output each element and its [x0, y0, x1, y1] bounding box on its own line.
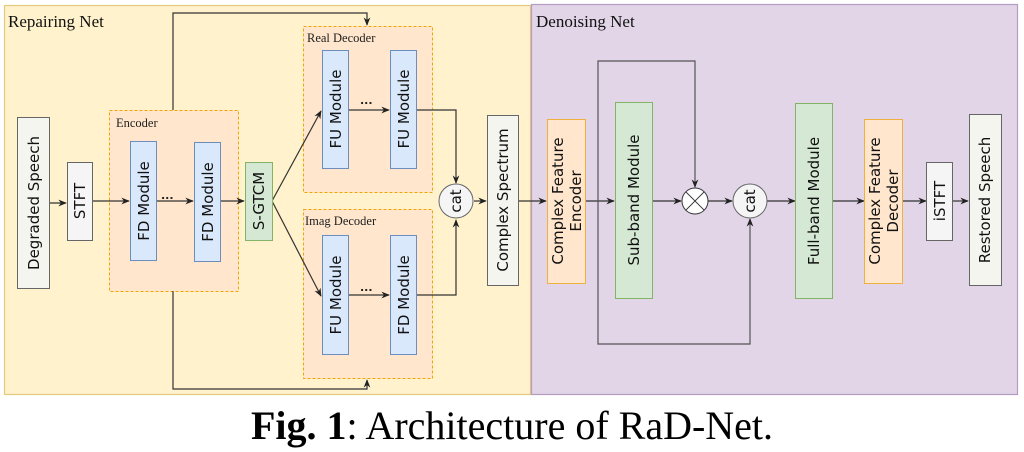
complex-feature-decoder-block: Complex Feature Decoder: [864, 119, 903, 284]
cfd-label-line-2: Decoder: [884, 169, 902, 233]
istft-block: iSTFT: [926, 162, 953, 241]
encoder-title: Encoder: [116, 116, 158, 130]
stft-label: STFT: [71, 182, 89, 219]
figure-label: Fig. 1: [250, 403, 347, 448]
real-decoder-fu-module-2: FU Module: [390, 50, 417, 169]
denoising-net-title: Denoising Net: [536, 12, 635, 31]
degraded-speech-block: Degraded Speech: [17, 117, 50, 289]
encoder-fd-module-1: FD Module: [130, 141, 157, 261]
real-decoder-title: Real Decoder: [307, 31, 376, 45]
imag-fu-module-label: FU Module: [327, 256, 345, 335]
arrow-real-to-cat: [416, 109, 460, 184]
figure-caption-text: Architecture of RaD-Net.: [357, 403, 774, 448]
sub-band-module-block: Sub-band Module: [615, 102, 653, 299]
arrow-sgtcm-to-imag: [271, 200, 322, 297]
encoder-fd-module-2: FD Module: [194, 142, 221, 262]
encoder-ellipsis: ...: [161, 189, 174, 202]
repairing-cat-label: cat: [447, 189, 465, 212]
complex-feature-encoder-block: Complex Feature Encoder: [547, 119, 586, 284]
s-gtcm-block: S-GTCM: [245, 162, 273, 241]
real-fu-module-2-label: FU Module: [395, 70, 413, 149]
imag-fd-module-label: FD Module: [395, 255, 413, 335]
imag-decoder-ellipsis: ...: [360, 281, 373, 294]
restored-speech-label: Restored Speech: [976, 137, 994, 263]
sub-band-module-label: Sub-band Module: [625, 134, 643, 265]
imag-decoder-title: Imag Decoder: [305, 214, 377, 228]
multiply-node: [681, 187, 709, 215]
restored-speech-block: Restored Speech: [969, 114, 1002, 286]
encoder-fd-module-2-label: FD Module: [199, 162, 217, 242]
denoising-cat-node: cat: [732, 183, 768, 219]
skip-encoder-to-real-decoder: [172, 12, 371, 110]
real-fu-module-1-label: FU Module: [327, 70, 345, 149]
cfe-label-line-1: Complex Feature: [549, 137, 567, 264]
skip-cfe-to-cat: [597, 201, 754, 345]
imag-decoder-fu-module: FU Module: [322, 235, 349, 355]
arrow-imag-to-cat: [416, 219, 460, 296]
full-band-module-label: Full-band Module: [805, 137, 823, 265]
s-gtcm-label: S-GTCM: [250, 172, 268, 230]
real-decoder-ellipsis: ...: [360, 94, 373, 107]
stft-block: STFT: [67, 162, 93, 241]
figure-caption: Fig. 1: Architecture of RaD-Net.: [0, 400, 1024, 452]
istft-label: iSTFT: [931, 180, 949, 221]
cfd-label-line-1: Complex Feature: [866, 137, 884, 264]
complex-spectrum-label: Complex Spectrum: [494, 128, 512, 271]
figure-caption-separator: :: [346, 403, 358, 448]
arrow-sgtcm-to-real: [271, 110, 322, 202]
real-decoder-fu-module-1: FU Module: [322, 50, 349, 169]
skip-encoder-to-imag-decoder: [172, 291, 371, 390]
full-band-module-block: Full-band Module: [795, 103, 833, 299]
denoising-cat-label: cat: [741, 189, 759, 212]
cfe-label-line-2: Encoder: [567, 170, 585, 232]
degraded-speech-label: Degraded Speech: [25, 136, 43, 270]
complex-spectrum-block: Complex Spectrum: [487, 115, 519, 286]
imag-decoder-fd-module: FD Module: [390, 235, 417, 355]
repairing-net-title: Repairing Net: [8, 12, 104, 31]
encoder-fd-module-1-label: FD Module: [135, 161, 153, 241]
repairing-cat-node: cat: [438, 183, 474, 219]
skip-cfe-to-multiply: [597, 60, 699, 201]
